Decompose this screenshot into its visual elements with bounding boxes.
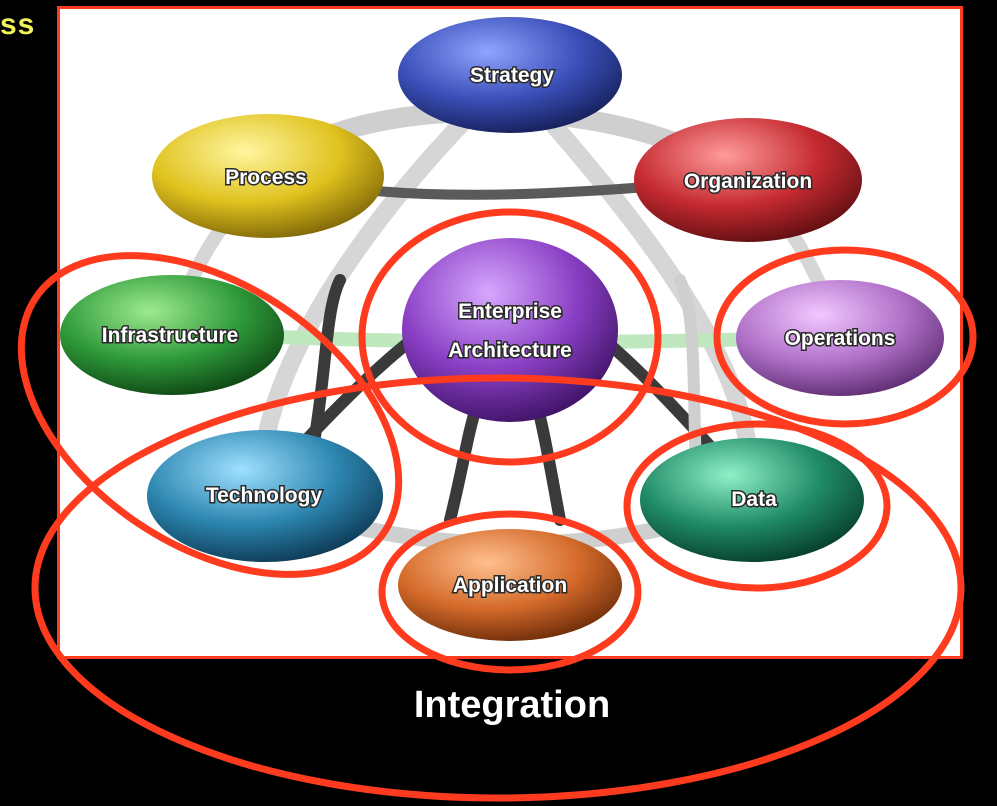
node-application: Application <box>398 529 622 641</box>
technology-label: Technology <box>206 484 323 507</box>
node-technology: Technology <box>147 430 383 562</box>
organization-label: Organization <box>684 170 812 193</box>
strategy-ellipse <box>398 17 622 133</box>
application-label: Application <box>453 574 567 597</box>
operations-ellipse <box>736 280 944 396</box>
node-strategy: Strategy <box>398 17 622 133</box>
highlight-outlines <box>17 208 977 802</box>
node-operations: Operations <box>736 280 944 396</box>
technology-ellipse <box>147 430 383 562</box>
enterprise-architecture-label-line1: Enterprise <box>458 300 562 323</box>
strategy-label: Strategy <box>470 64 554 87</box>
node-process: Process <box>152 114 384 238</box>
enterprise-architecture-ellipse <box>402 238 618 422</box>
infrastructure-ellipse <box>60 275 284 395</box>
highlight-application <box>378 510 642 674</box>
enterprise-architecture-label-line2: Architecture <box>448 339 572 362</box>
node-organization: Organization <box>634 118 862 242</box>
process-label: Process <box>225 166 307 189</box>
data-ellipse <box>640 438 864 562</box>
highlight-operations <box>713 246 977 428</box>
node-data: Data <box>640 438 864 562</box>
highlight-integration <box>31 374 965 802</box>
corner-text: ss <box>0 8 36 41</box>
application-ellipse <box>398 529 622 641</box>
highlight-infrastructure-technology <box>17 252 403 578</box>
highlight-data <box>623 420 891 592</box>
operations-label: Operations <box>785 327 896 350</box>
organization-ellipse <box>634 118 862 242</box>
data-label: Data <box>731 488 777 511</box>
integration-caption: Integration <box>414 684 610 726</box>
node-enterprise-architecture: Enterprise Architecture <box>402 238 618 422</box>
node-infrastructure: Infrastructure <box>60 275 284 395</box>
highlight-enterprise-architecture <box>358 208 662 466</box>
infrastructure-label: Infrastructure <box>102 324 239 347</box>
process-ellipse <box>152 114 384 238</box>
